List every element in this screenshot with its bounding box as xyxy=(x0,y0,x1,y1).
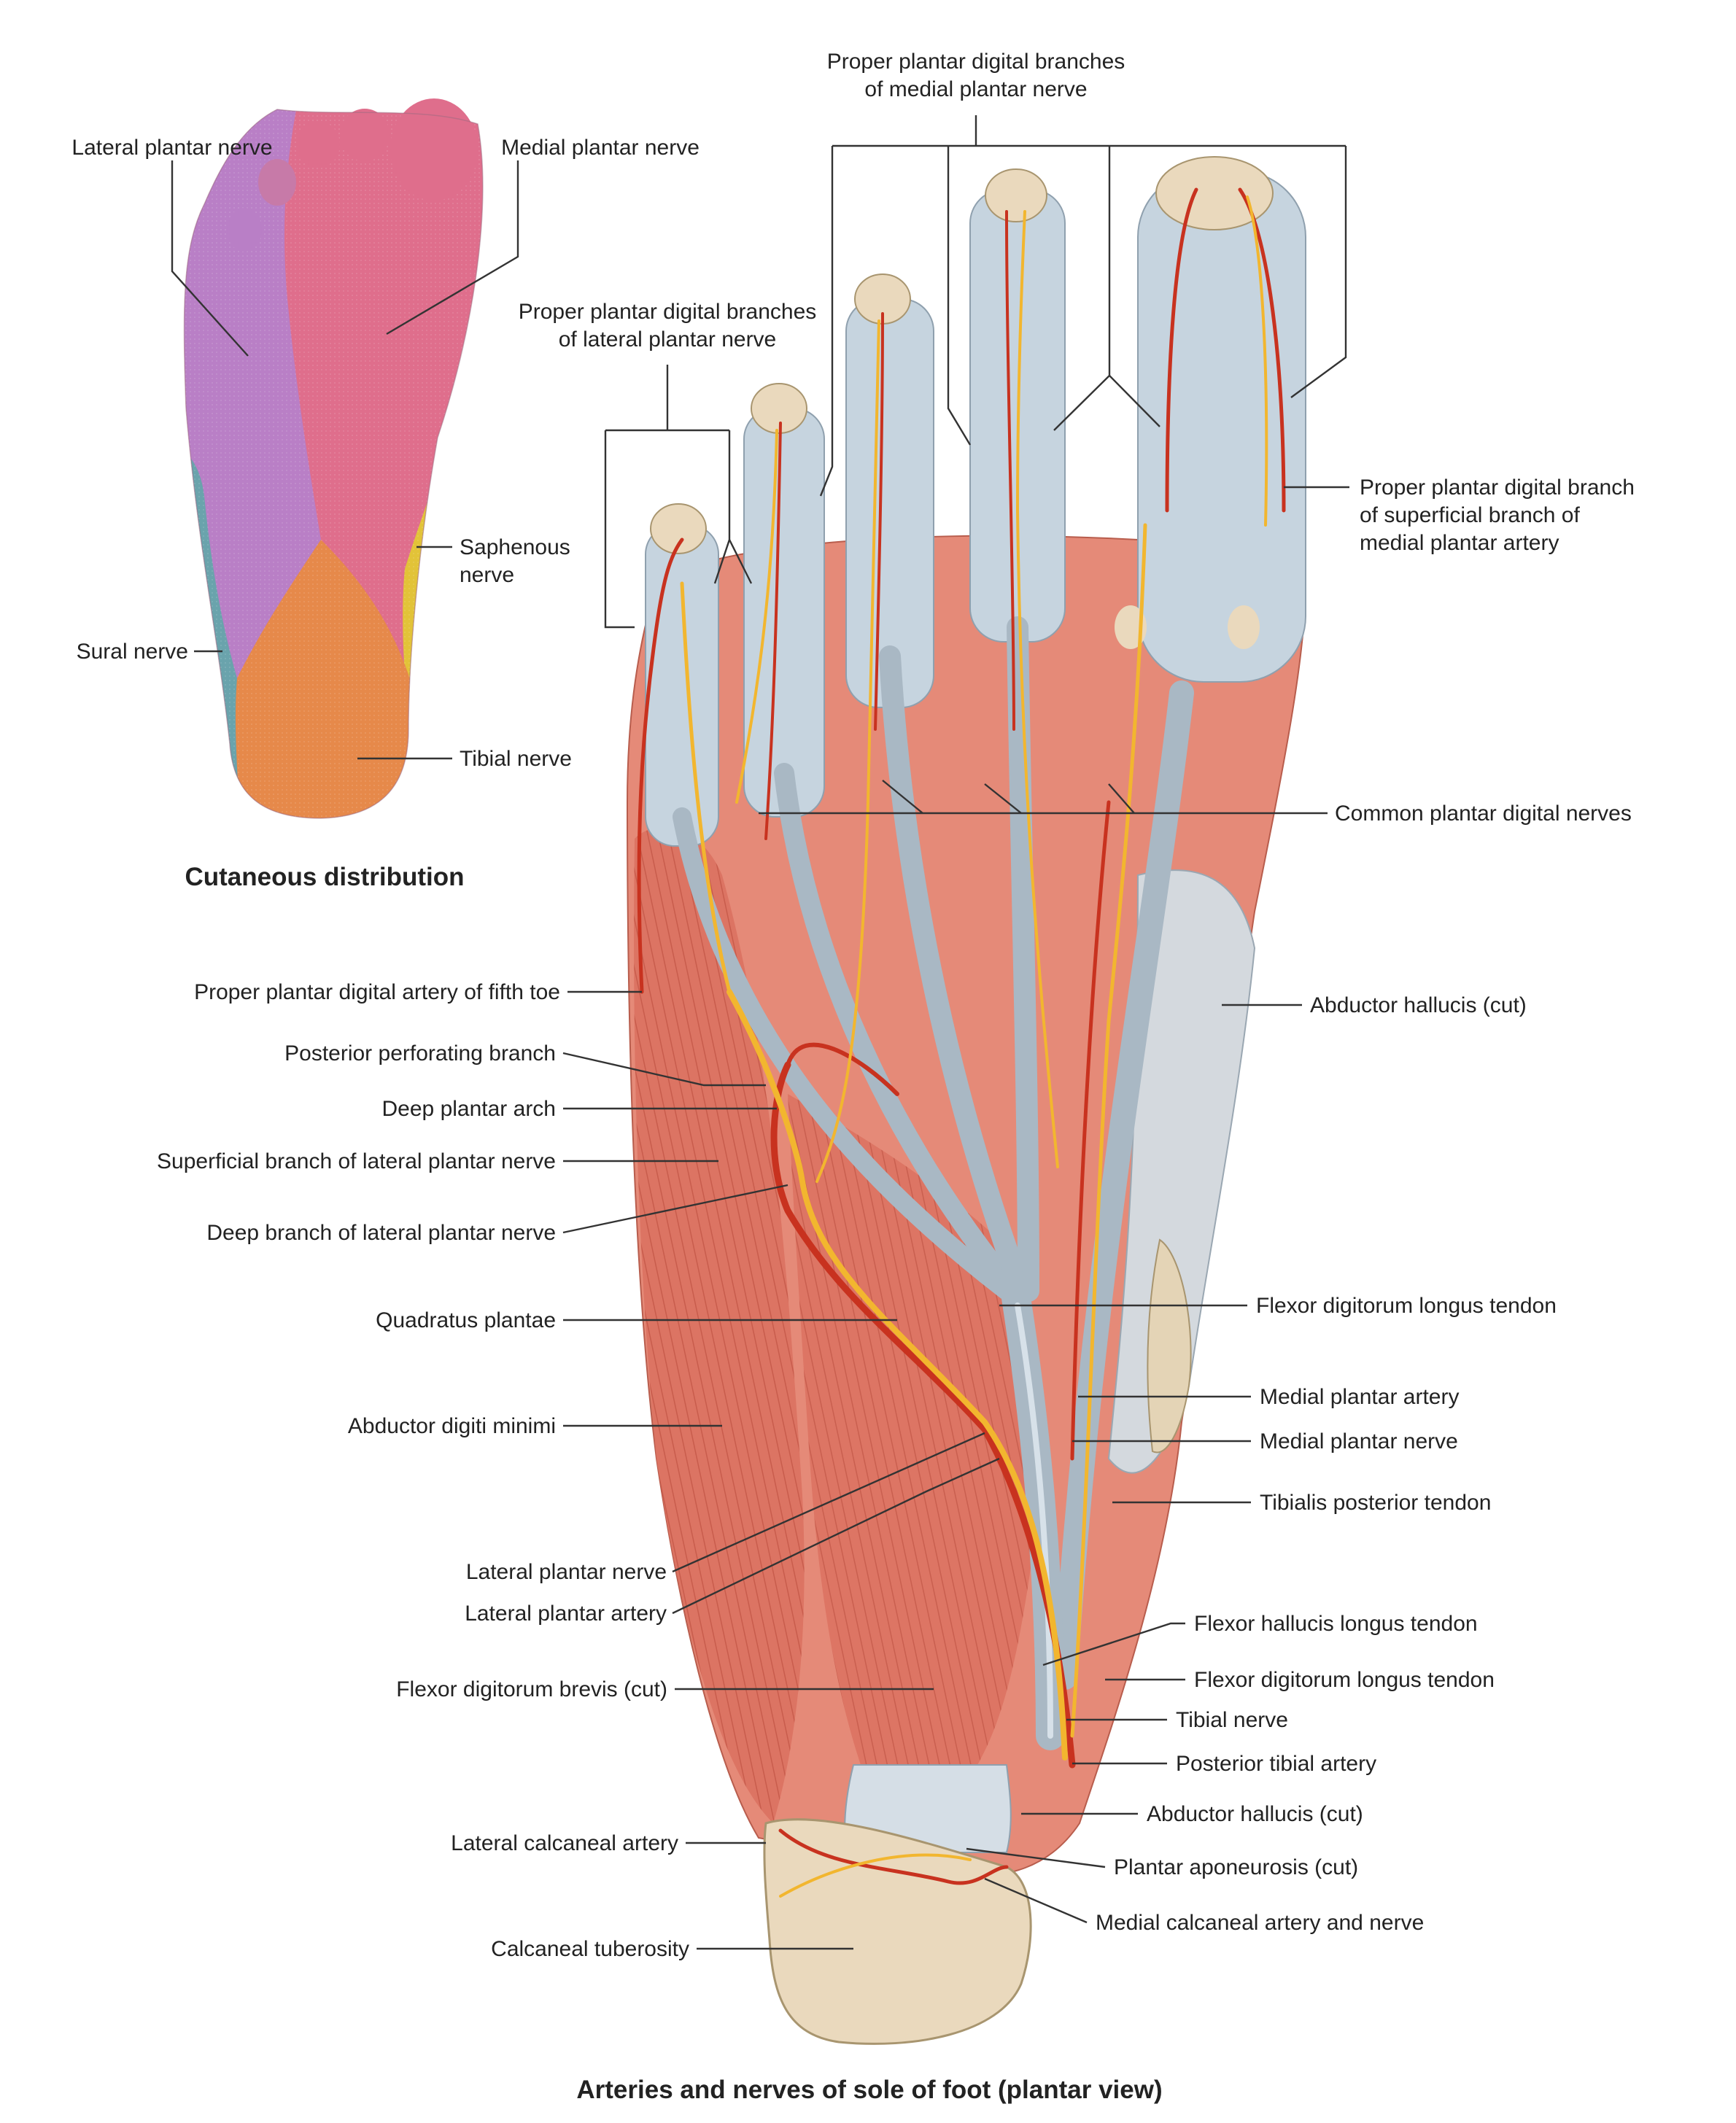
label-medial-plantar-artery: Medial plantar artery xyxy=(1260,1385,1459,1409)
label-lateral-plantar-nerve: Lateral plantar nerve xyxy=(71,136,272,160)
plantar-aponeurosis-shape xyxy=(844,1764,1012,1853)
label-superficial-branch-2: of superficial branch of xyxy=(1360,503,1580,527)
label-lateral-calcaneal: Lateral calcaneal artery xyxy=(451,1831,678,1855)
arteries xyxy=(637,187,1286,1885)
caption-main: Arteries and nerves of sole of foot (pla… xyxy=(576,2076,1162,2104)
label-plantar-aponeurosis: Plantar aponeurosis (cut) xyxy=(1114,1855,1358,1879)
label-fdl-tendon-top: Flexor digitorum longus tendon xyxy=(1256,1294,1557,1318)
toe-5 xyxy=(227,208,262,252)
label-superficial-lateral-nerve: Superficial branch of lateral plantar ne… xyxy=(157,1149,556,1173)
toe-3 xyxy=(296,121,340,168)
label-posterior-tibial-artery: Posterior tibial artery xyxy=(1176,1752,1376,1776)
label-medial-digital-2: of medial plantar nerve xyxy=(864,77,1087,101)
label-quadratus-plantae: Quadratus plantae xyxy=(376,1308,556,1332)
cutaneous-foot xyxy=(183,98,484,819)
label-common-plantar: Common plantar digital nerves xyxy=(1335,802,1632,826)
toe-1 xyxy=(390,98,478,201)
label-tibial-nerve: Tibial nerve xyxy=(460,747,572,771)
label-lateral-plantar-nerve: Lateral plantar nerve xyxy=(466,1560,667,1584)
abductor-digiti-minimi-shape xyxy=(634,827,805,1823)
cutaneous-labels: Lateral plantar nerve Medial plantar ner… xyxy=(71,136,700,891)
label-saphenous-2: nerve xyxy=(460,563,514,587)
nerves xyxy=(680,195,1268,1898)
label-medial-calcaneal: Medial calcaneal artery and nerve xyxy=(1096,1911,1424,1935)
label-abductor-digiti-minimi: Abductor digiti minimi xyxy=(348,1414,556,1438)
label-posterior-perforating: Posterior perforating branch xyxy=(284,1041,556,1066)
label-sural-nerve: Sural nerve xyxy=(77,640,188,664)
caption-cutaneous: Cutaneous distribution xyxy=(185,863,464,891)
label-fdl-tendon-bottom: Flexor digitorum longus tendon xyxy=(1194,1668,1495,1692)
label-tibialis-posterior: Tibialis posterior tendon xyxy=(1260,1491,1491,1515)
label-medial-plantar-nerve: Medial plantar nerve xyxy=(1260,1429,1458,1454)
label-lateral-digital-1: Proper plantar digital branches xyxy=(519,300,817,324)
label-medial-plantar-nerve: Medial plantar nerve xyxy=(501,136,700,160)
label-tibial-nerve: Tibial nerve xyxy=(1176,1708,1288,1732)
label-lateral-digital-2: of lateral plantar nerve xyxy=(559,327,777,352)
label-deep-lateral-nerve: Deep branch of lateral plantar nerve xyxy=(206,1221,556,1245)
label-fifth-toe-artery: Proper plantar digital artery of fifth t… xyxy=(194,980,560,1004)
flexor-tendons xyxy=(673,616,1194,1750)
label-deep-plantar-arch: Deep plantar arch xyxy=(382,1097,556,1121)
toe-4 xyxy=(258,159,296,206)
label-abductor-hallucis-cut-top: Abductor hallucis (cut) xyxy=(1310,993,1527,1017)
label-abductor-hallucis-cut-bottom: Abductor hallucis (cut) xyxy=(1147,1802,1363,1826)
label-superficial-branch-1: Proper plantar digital branch xyxy=(1360,476,1635,500)
label-medial-digital-1: Proper plantar digital branches xyxy=(827,50,1125,74)
label-calcaneal-tuberosity: Calcaneal tuberosity xyxy=(491,1937,689,1961)
label-lateral-plantar-artery: Lateral plantar artery xyxy=(465,1602,667,1626)
medial-bone xyxy=(1147,1238,1192,1454)
label-fhl-tendon: Flexor hallucis longus tendon xyxy=(1194,1612,1478,1636)
calcaneal-tuberosity-shape xyxy=(763,1818,1032,2045)
label-saphenous-1: Saphenous xyxy=(460,535,570,559)
label-fdb-cut: Flexor digitorum brevis (cut) xyxy=(396,1677,667,1701)
plantar-foot xyxy=(626,156,1307,2045)
toe-2 xyxy=(340,109,390,161)
label-superficial-branch-3: medial plantar artery xyxy=(1360,531,1559,555)
main-labels: Proper plantar digital branches of media… xyxy=(157,50,1635,2104)
